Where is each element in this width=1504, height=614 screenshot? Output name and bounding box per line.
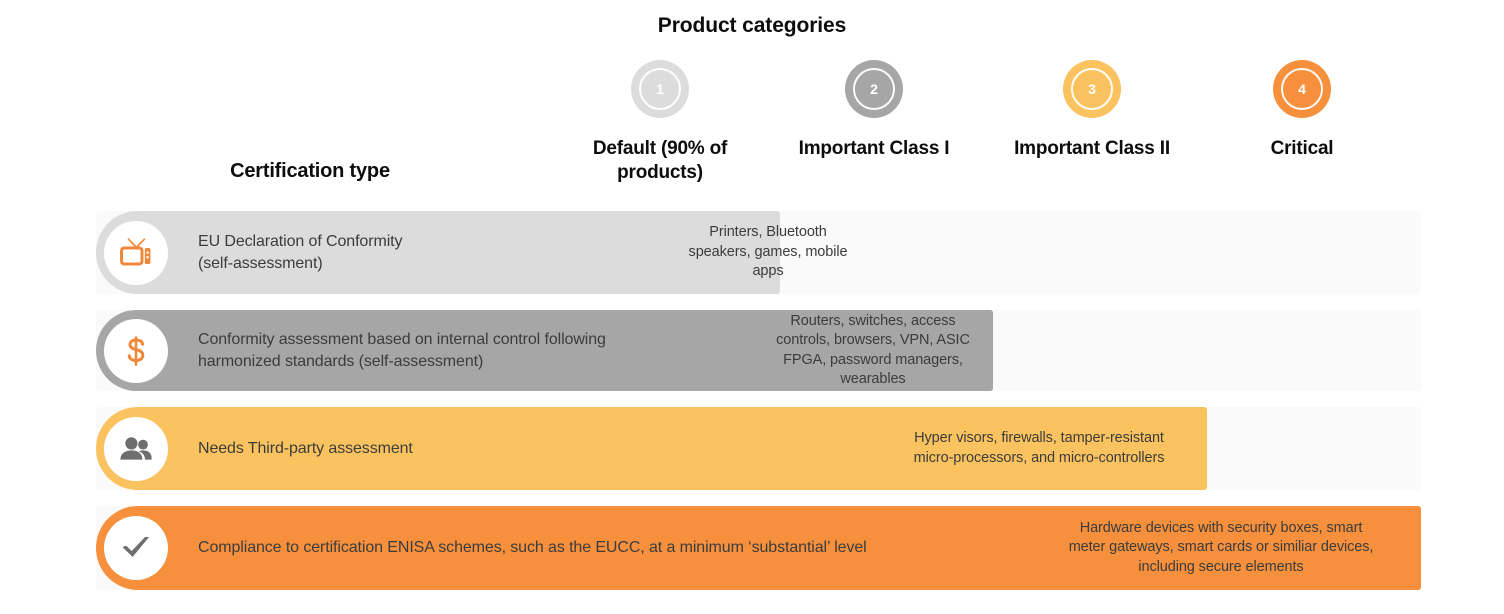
row-bar-4: Compliance to certification ENISA scheme… bbox=[96, 506, 1421, 590]
category-column-2: 2 Important Class I bbox=[764, 60, 984, 161]
category-label-4: Critical bbox=[1270, 138, 1334, 159]
category-number-2: 2 bbox=[870, 81, 878, 97]
table-row: Conformity assessment based on internal … bbox=[96, 310, 1421, 391]
row-bar-1: EU Declaration of Conformity (self-asses… bbox=[96, 211, 780, 294]
row-cell-2-category-2: Routers, switches, access controls, brow… bbox=[776, 312, 970, 387]
page-title: Product categories bbox=[657, 14, 847, 37]
category-label-2: Important Class I bbox=[798, 138, 950, 159]
row-cell-4-category-4: Hardware devices with security boxes, sm… bbox=[1068, 519, 1374, 575]
tv-icon bbox=[120, 237, 151, 265]
row-bar-3: Needs Third-party assessment bbox=[96, 407, 1207, 490]
category-column-4: 4 Critical bbox=[1192, 60, 1412, 161]
category-label-1: Default (90% of products) bbox=[592, 138, 728, 183]
category-badge-ring-4: 4 bbox=[1281, 68, 1323, 110]
category-badge-2: 2 bbox=[845, 60, 903, 118]
row-icon-container-1 bbox=[104, 220, 168, 285]
category-number-3: 3 bbox=[1088, 81, 1096, 97]
category-badge-4: 4 bbox=[1273, 60, 1331, 118]
row-label-2: Conformity assessment based on internal … bbox=[198, 330, 606, 370]
dollar-icon bbox=[127, 335, 145, 366]
table-row: Compliance to certification ENISA scheme… bbox=[96, 506, 1421, 590]
table-row: Needs Third-party assessment Hyper visor… bbox=[96, 407, 1421, 490]
people-icon bbox=[120, 436, 152, 460]
row-cell-3-category-3: Hyper visors, firewalls, tamper-resistan… bbox=[913, 430, 1165, 466]
check-icon bbox=[122, 537, 149, 557]
row-bar-2: Conformity assessment based on internal … bbox=[96, 310, 993, 391]
category-number-1: 1 bbox=[656, 81, 664, 97]
category-badge-3: 3 bbox=[1063, 60, 1121, 118]
row-icon-container-2 bbox=[104, 318, 168, 383]
row-cell-1-category-1: Printers, Bluetooth speakers, games, mob… bbox=[688, 224, 848, 280]
category-column-1: 1 Default (90% of products) bbox=[550, 60, 770, 185]
certification-type-header: Certification type bbox=[230, 160, 390, 182]
category-badge-ring-2: 2 bbox=[853, 68, 895, 110]
category-number-4: 4 bbox=[1298, 81, 1306, 97]
row-icon-container-3 bbox=[104, 416, 168, 481]
category-badge-1: 1 bbox=[631, 60, 689, 118]
category-badge-ring-1: 1 bbox=[639, 68, 681, 110]
row-label-1: EU Declaration of Conformity (self-asses… bbox=[198, 232, 403, 272]
row-label-4: Compliance to certification ENISA scheme… bbox=[198, 538, 867, 556]
table-row: EU Declaration of Conformity (self-asses… bbox=[96, 211, 1421, 294]
category-label-3: Important Class II bbox=[1014, 138, 1170, 159]
row-icon-container-4 bbox=[104, 516, 168, 580]
category-badge-ring-3: 3 bbox=[1071, 68, 1113, 110]
row-label-3: Needs Third-party assessment bbox=[198, 439, 413, 457]
category-column-3: 3 Important Class II bbox=[982, 60, 1202, 161]
